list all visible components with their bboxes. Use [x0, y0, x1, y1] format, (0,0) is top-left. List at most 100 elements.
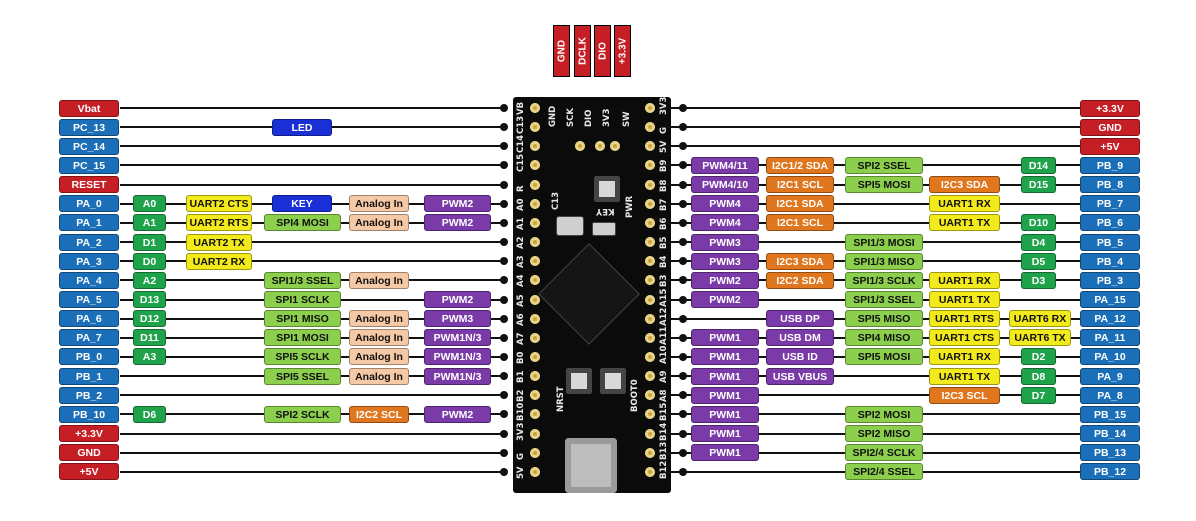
- pin-hole: [645, 237, 655, 248]
- function-label: UART1 CTS: [929, 329, 1000, 347]
- function-label: D7: [1021, 386, 1056, 404]
- function-label: UART6 TX: [1009, 329, 1071, 347]
- function-label: KEY: [272, 195, 332, 213]
- pin-hole: [645, 313, 655, 324]
- function-label: SPI1 MOSI: [264, 329, 341, 347]
- silk-label: A9: [659, 370, 669, 384]
- function-label: SPI4 MOSI: [264, 214, 341, 232]
- pin-dot: [500, 257, 508, 266]
- pin-label-pc-13: PC_13: [59, 118, 119, 136]
- function-label: SPI5 MOSI: [845, 348, 923, 366]
- silk-label: B0: [516, 351, 526, 364]
- function-label: D2: [1021, 348, 1056, 366]
- silk-label: A11: [659, 326, 669, 345]
- silk-label: A4: [516, 274, 526, 288]
- pin-dot: [679, 448, 687, 457]
- function-label: UART1 TX: [929, 367, 1000, 385]
- function-label: SPI1/3 MISO: [845, 252, 923, 270]
- function-label: PWM4: [691, 195, 759, 213]
- silk-label: C14: [516, 135, 526, 154]
- pin-dot: [500, 276, 508, 285]
- pin-label-pa-2: PA_2: [59, 233, 119, 251]
- pin-label-pa-3: PA_3: [59, 252, 119, 270]
- silk-label: A1: [516, 217, 526, 230]
- pin-label-reset: RESET: [59, 176, 119, 194]
- function-label: I2C1 SCL: [766, 214, 834, 232]
- pin-hole: [645, 122, 655, 133]
- pin-wire-right: [661, 107, 1080, 109]
- function-label: Analog In: [349, 348, 409, 366]
- pin-hole: [530, 179, 540, 190]
- silk-label: KEY: [596, 206, 615, 216]
- pin-label-pb-15: PB_15: [1080, 405, 1140, 423]
- function-label: UART2 TX: [186, 233, 252, 251]
- function-label: PWM2: [691, 291, 759, 308]
- silk-label: PWR: [625, 195, 635, 218]
- pin-dot: [679, 180, 687, 189]
- function-label: SPI2 MISO: [845, 425, 923, 443]
- pin-dot: [500, 199, 508, 208]
- pin-wire-left: [120, 260, 505, 263]
- function-label: UART1 RX: [929, 195, 1000, 213]
- pin-label-pa-0: PA_0: [59, 195, 119, 213]
- pin-label-pb-14: PB_14: [1080, 425, 1140, 443]
- function-label: D8: [1021, 367, 1056, 385]
- pin-label-pa-11: PA_11: [1080, 329, 1140, 347]
- pin-dot: [679, 276, 687, 285]
- header-pin-label: GND: [553, 25, 570, 77]
- function-label: USB DP: [766, 310, 834, 328]
- function-label: Analog In: [349, 310, 409, 328]
- pin-hole: [530, 313, 540, 324]
- function-label: SPI2 MOSI: [845, 405, 923, 423]
- pin-dot: [500, 467, 508, 476]
- pin-hole: [530, 237, 540, 248]
- pin-hole: [645, 466, 655, 477]
- header-pin-text: +3.3V: [617, 37, 628, 65]
- function-label: UART6 RX: [1009, 310, 1071, 328]
- silk-label: A5: [516, 294, 526, 307]
- pin-hole: [645, 390, 655, 401]
- pin-dot: [679, 104, 687, 112]
- silk-label: 5V: [659, 140, 669, 154]
- pin-dot: [500, 161, 508, 170]
- silk-label: A12: [659, 307, 669, 326]
- pin-label-pa-1: PA_1: [59, 214, 119, 232]
- pin-label-pb-2: PB_2: [59, 386, 119, 404]
- silk-label: B10: [516, 403, 526, 422]
- function-label: I2C2 SDA: [766, 271, 834, 289]
- pin-label-pb-13: PB_13: [1080, 444, 1140, 462]
- pin-label-pa-5: PA_5: [59, 291, 119, 308]
- silk-label: 3V3: [516, 422, 526, 441]
- function-label: SPI2/4 SCLK: [845, 444, 923, 462]
- pin-dot: [500, 104, 508, 112]
- nrst-button[interactable]: [566, 368, 592, 394]
- function-label: PWM1: [691, 329, 759, 347]
- function-label: Analog In: [349, 367, 409, 385]
- pin-dot: [679, 199, 687, 208]
- pin-label-pc-15: PC_15: [59, 156, 119, 174]
- silk-label: B4: [659, 255, 669, 269]
- pin-hole: [530, 332, 540, 343]
- pin-dot: [679, 410, 687, 419]
- silk-label: B14: [659, 422, 669, 441]
- pin-label-vbat: Vbat: [59, 99, 119, 117]
- pin-label-pa-15: PA_15: [1080, 291, 1140, 308]
- silk-label: BOOT0: [630, 379, 640, 412]
- function-label: I2C2 SCL: [349, 405, 409, 423]
- header-hole: [610, 141, 620, 151]
- header-hole: [575, 141, 585, 151]
- function-label: PWM2: [424, 195, 491, 213]
- key-button[interactable]: [594, 176, 620, 202]
- function-label: PWM1N/3: [424, 348, 491, 366]
- boot0-button[interactable]: [600, 368, 626, 394]
- pin-hole: [645, 351, 655, 362]
- function-label: SPI5 SSEL: [264, 367, 341, 385]
- function-label: SPI5 SCLK: [264, 348, 341, 366]
- pin-wire-right: [661, 126, 1080, 129]
- silk-label: B7: [659, 198, 669, 211]
- pin-dot: [500, 391, 508, 400]
- silk-label: GND: [548, 105, 558, 127]
- silk-label: A8: [659, 389, 669, 403]
- silk-label: G: [516, 452, 526, 460]
- function-label: SPI5 MISO: [845, 310, 923, 328]
